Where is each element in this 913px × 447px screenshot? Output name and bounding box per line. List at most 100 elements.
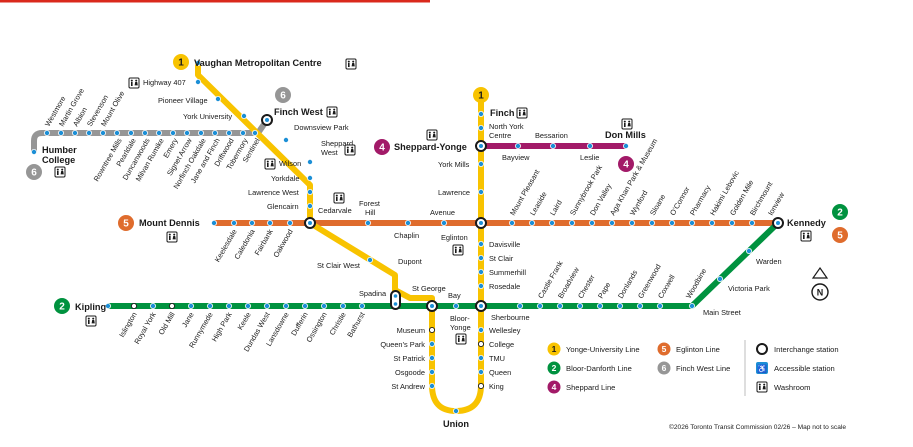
label-davisville[interactable]: Davisville [489, 240, 520, 249]
terminus-finch[interactable]: Finch [490, 108, 515, 118]
label-bloor-yonge-1[interactable]: Bloor- [450, 314, 470, 323]
label-sloane[interactable]: Sloane [648, 193, 667, 217]
station-dot[interactable] [617, 302, 624, 309]
label-avenue[interactable]: Avenue [430, 208, 455, 217]
label-oakwood[interactable]: Oakwood [271, 228, 294, 260]
station-dot[interactable] [577, 302, 584, 309]
station-dot[interactable] [286, 219, 293, 226]
station-dot[interactable] [477, 240, 484, 247]
station-dot[interactable] [569, 219, 576, 226]
label-lawrence-west[interactable]: Lawrence West [248, 188, 299, 197]
station-dot[interactable] [649, 219, 656, 226]
label-forest-hill-2[interactable]: Hill [365, 208, 376, 217]
humber-college-dot[interactable] [30, 148, 37, 155]
station-dot[interactable] [127, 129, 134, 136]
station-dot[interactable] [729, 219, 736, 226]
label-main-street[interactable]: Main Street [703, 308, 741, 317]
station-dot-nonaccessible[interactable] [168, 302, 176, 310]
label-sheppard-west-2[interactable]: West [321, 148, 338, 157]
station-dot[interactable] [477, 368, 484, 375]
station-dot[interactable] [597, 302, 604, 309]
station-dot[interactable] [537, 302, 544, 309]
station-dot[interactable] [529, 219, 536, 226]
station-dot[interactable] [477, 268, 484, 275]
station-dot[interactable] [263, 302, 270, 309]
station-dot[interactable] [746, 247, 753, 254]
label-college[interactable]: College [489, 340, 514, 349]
station-dot[interactable] [477, 125, 484, 132]
label-st-clair-west[interactable]: St Clair West [317, 261, 360, 270]
label-pape[interactable]: Pape [596, 281, 612, 300]
label-bessarion[interactable]: Bessarion [535, 131, 568, 140]
station-dot[interactable] [44, 129, 51, 136]
label-summerhill[interactable]: Summerhill [489, 268, 526, 277]
station-dot[interactable] [589, 219, 596, 226]
station-dot[interactable] [194, 60, 201, 67]
label-king[interactable]: King [489, 382, 504, 391]
station-dot[interactable] [248, 219, 255, 226]
label-eglinton[interactable]: Eglinton [441, 233, 468, 242]
terminus-union[interactable]: Union [443, 419, 469, 429]
station-dot[interactable] [306, 174, 313, 181]
label-york-mills[interactable]: York Mills [438, 160, 470, 169]
label-wilson[interactable]: Wilson [279, 159, 301, 168]
terminus-vmc[interactable]: Vaughan Metropolitan Centre [194, 58, 322, 68]
label-lawrence[interactable]: Lawrence [438, 188, 470, 197]
station-dot[interactable] [211, 129, 218, 136]
label-jane[interactable]: Jane [180, 311, 196, 329]
label-tmu[interactable]: TMU [489, 354, 505, 363]
terminus-mount-dennis[interactable]: Mount Dennis [139, 218, 200, 228]
station-dot[interactable] [244, 302, 251, 309]
station-dot[interactable] [155, 129, 162, 136]
station-dot-nonaccessible[interactable] [428, 326, 436, 334]
station-dot[interactable] [440, 219, 447, 226]
station-dot[interactable] [358, 302, 365, 309]
station-dot[interactable] [282, 136, 289, 143]
label-glencairn[interactable]: Glencairn [267, 202, 299, 211]
station-dot[interactable] [477, 254, 484, 261]
terminus-humber-1[interactable]: Humber [42, 145, 77, 155]
station-dot[interactable] [508, 219, 515, 226]
station-dot-nonaccessible[interactable] [130, 302, 138, 310]
label-osgoode[interactable]: Osgoode [395, 368, 425, 377]
station-dot[interactable] [320, 302, 327, 309]
label-warden[interactable]: Warden [756, 257, 782, 266]
station-dot[interactable] [452, 302, 459, 309]
station-dot[interactable] [251, 129, 258, 136]
label-cedarvale[interactable]: Cedarvale [318, 206, 352, 215]
station-dot[interactable] [609, 219, 616, 226]
station-dot[interactable] [717, 275, 724, 282]
label-queen[interactable]: Queen [489, 368, 511, 377]
station-dot[interactable] [477, 111, 484, 118]
label-chaplin[interactable]: Chaplin [394, 231, 419, 240]
label-victoria-park[interactable]: Victoria Park [728, 284, 770, 293]
label-north-york-centre-2[interactable]: Centre [489, 131, 511, 140]
label-st-patrick[interactable]: St Patrick [393, 354, 425, 363]
terminus-sheppard-yonge[interactable]: Sheppard-Yonge [394, 142, 467, 152]
label-st-clair[interactable]: St Clair [489, 254, 514, 263]
terminus-finch-west[interactable]: Finch West [274, 107, 323, 117]
terminus-kennedy[interactable]: Kennedy [787, 218, 827, 228]
station-dot[interactable] [549, 219, 556, 226]
label-wellesley[interactable]: Wellesley [489, 326, 521, 335]
station-dot[interactable] [428, 382, 435, 389]
station-dot[interactable] [197, 129, 204, 136]
label-leaside[interactable]: Leaside [528, 190, 549, 217]
station-dot[interactable] [428, 354, 435, 361]
station-dot[interactable] [230, 219, 237, 226]
station-dot[interactable] [669, 219, 676, 226]
station-dot[interactable] [657, 302, 664, 309]
station-dot[interactable] [239, 129, 246, 136]
terminus-humber-2[interactable]: College [42, 155, 75, 165]
station-dot[interactable] [58, 129, 65, 136]
station-dot[interactable] [428, 368, 435, 375]
station-dot[interactable] [477, 160, 484, 167]
station-dot[interactable] [301, 302, 308, 309]
label-laird[interactable]: Laird [548, 198, 564, 217]
station-dot[interactable] [306, 158, 313, 165]
label-st-andrew[interactable]: St Andrew [391, 382, 425, 391]
station-dot[interactable] [210, 219, 217, 226]
station-dot[interactable] [141, 129, 148, 136]
station-dot[interactable] [206, 302, 213, 309]
label-bayview[interactable]: Bayview [502, 153, 530, 162]
